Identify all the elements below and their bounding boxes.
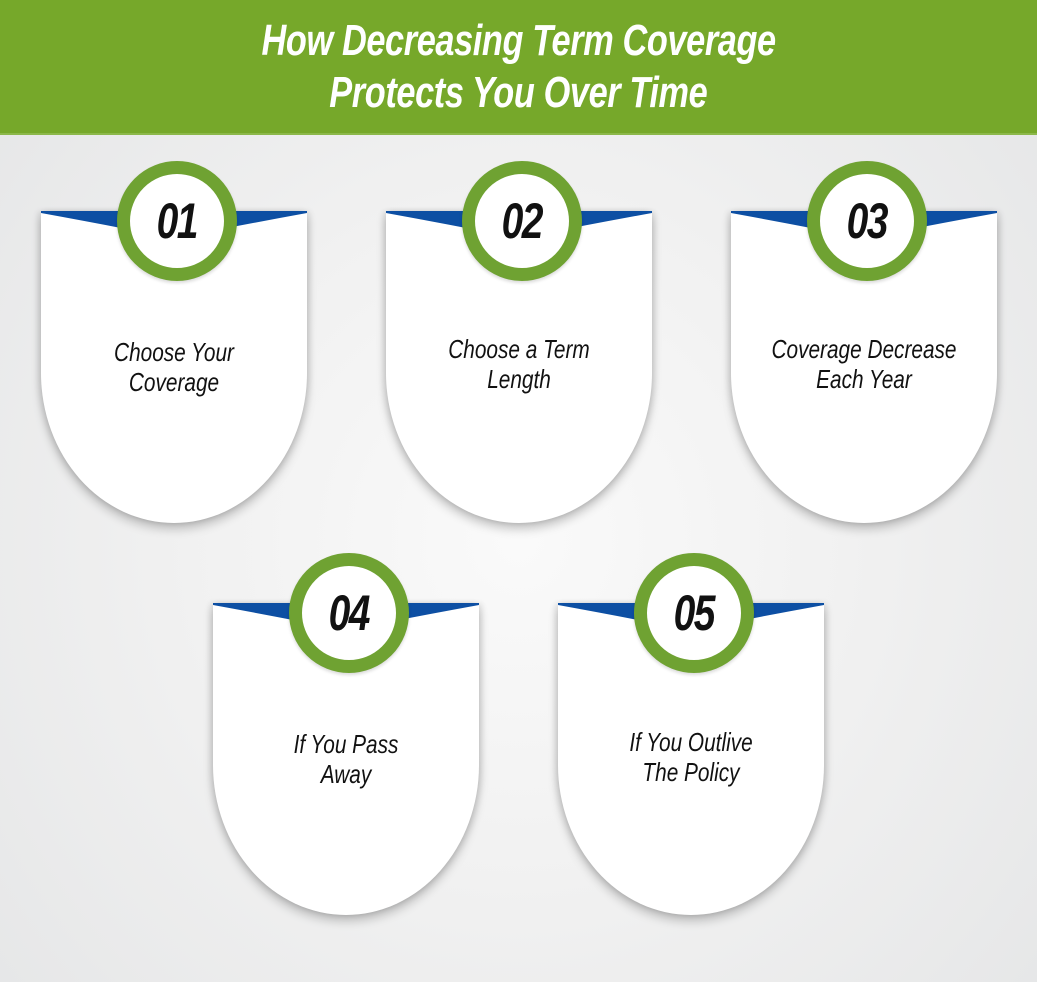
step-label-line1: Coverage Decrease xyxy=(771,334,957,364)
step-number: 02 xyxy=(501,193,544,249)
step-label: If You Outlive The Policy xyxy=(558,727,824,787)
step-card-5: 05 If You Outlive The Policy xyxy=(558,553,824,915)
step-number: 04 xyxy=(328,585,371,641)
step-number-badge: 03 xyxy=(807,161,927,281)
step-label-line2: Each Year xyxy=(816,364,912,394)
step-card-2: 02 Choose a Term Length xyxy=(386,161,652,523)
step-label: Coverage Decrease Each Year xyxy=(731,334,997,394)
step-label-line2: Away xyxy=(320,759,372,789)
step-number-badge: 01 xyxy=(117,161,237,281)
step-label-line1: If You Pass xyxy=(293,729,399,759)
step-label: Choose a Term Length xyxy=(386,334,652,394)
title-banner: How Decreasing Term Coverage Protects Yo… xyxy=(0,0,1037,135)
step-label-line1: If You Outlive xyxy=(629,727,753,757)
step-label-line1: Choose a Term xyxy=(448,334,590,364)
step-card-1: 01 Choose Your Coverage xyxy=(41,161,307,523)
step-card-3: 03 Coverage Decrease Each Year xyxy=(731,161,997,523)
step-number-badge: 04 xyxy=(289,553,409,673)
step-label-line1: Choose Your xyxy=(114,337,234,367)
step-card-4: 04 If You Pass Away xyxy=(213,553,479,915)
step-label-line2: The Policy xyxy=(642,757,740,787)
step-label-line2: Coverage xyxy=(128,367,220,397)
step-label: Choose Your Coverage xyxy=(41,337,307,397)
title-line-1: How Decreasing Term Coverage xyxy=(261,15,776,65)
step-label-line2: Length xyxy=(487,364,551,394)
step-number-badge: 02 xyxy=(462,161,582,281)
step-number: 03 xyxy=(846,193,889,249)
title-line-2: Protects You Over Time xyxy=(329,67,708,117)
step-number: 01 xyxy=(156,193,199,249)
step-number-badge: 05 xyxy=(634,553,754,673)
step-label: If You Pass Away xyxy=(213,729,479,789)
step-number: 05 xyxy=(673,585,716,641)
